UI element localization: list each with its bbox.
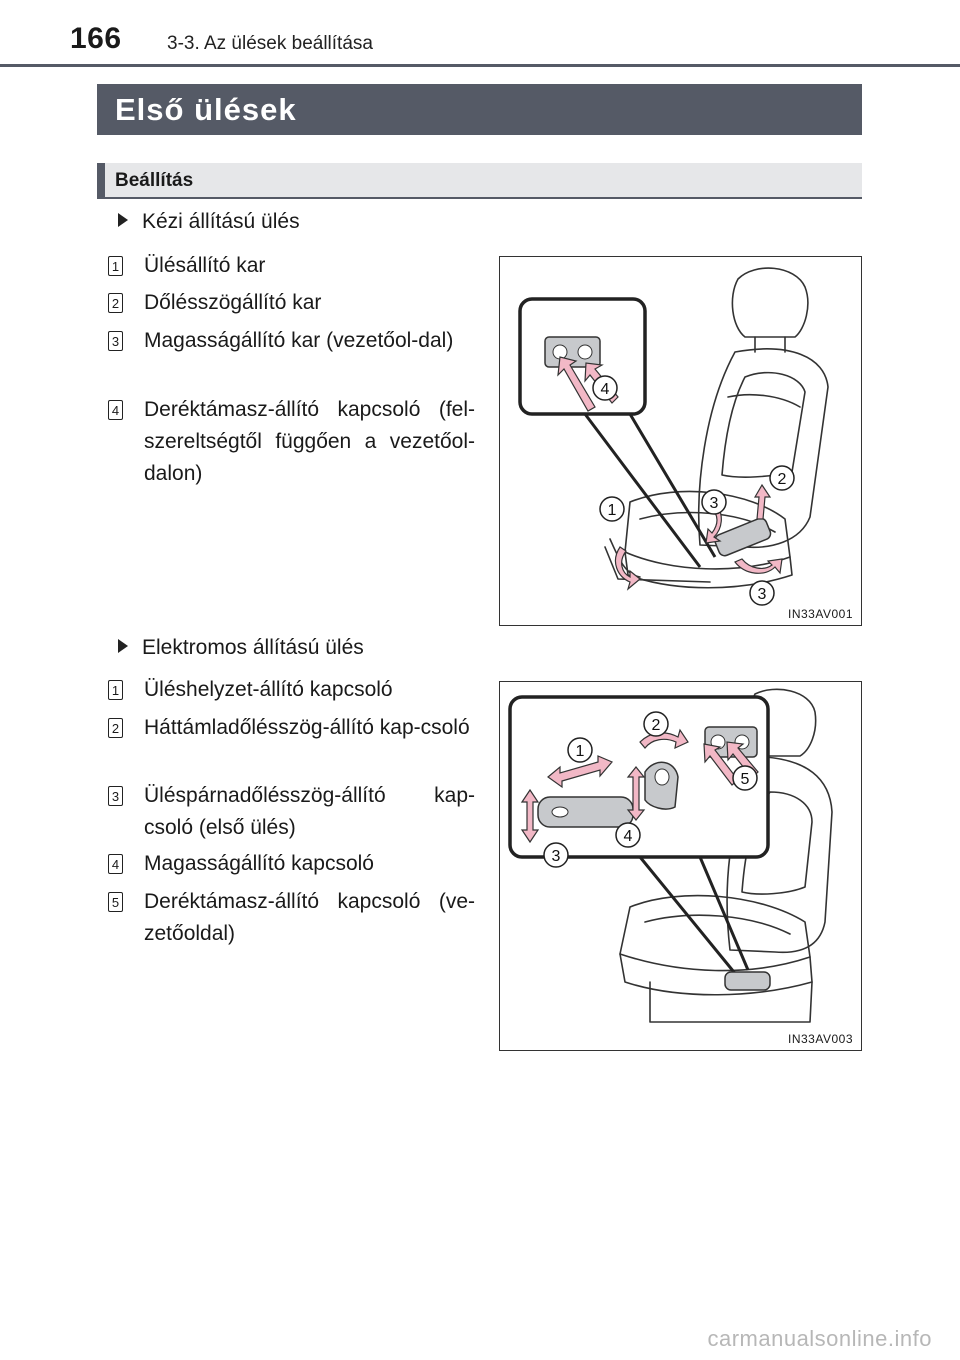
item-text: Deréktámasz-állító kapcsoló (ve-zetőolda…: [144, 890, 475, 945]
figure-callout: 2: [778, 471, 787, 488]
item-text: Dőlésszögállító kar: [144, 291, 322, 314]
item-number-badge: 1: [108, 680, 123, 700]
subsection-accent: [97, 163, 105, 197]
manual-seat-heading: Kézi állítású ülés: [118, 210, 300, 234]
subsection-bar: Beállítás: [97, 163, 862, 199]
manual-seat-figure: 4 2 3 1 3 IN33AV001: [499, 256, 862, 626]
subsection-title: Beállítás: [115, 170, 194, 191]
manual-item-3: 3 Magasságállító kar (vezetőol-dal): [108, 325, 475, 357]
figure-callout: 3: [552, 848, 561, 865]
triangle-bullet-icon: [118, 639, 128, 653]
power-item-3: 3 Üléspárnadőlésszög-állító kap-csoló (e…: [108, 780, 475, 844]
manual-item-2: 2 Dőlésszögállító kar: [108, 287, 475, 319]
power-seat-illustration: 2 1 5 4 3: [508, 688, 833, 1023]
figure-callout: 4: [624, 828, 633, 845]
power-item-1: 1 Üléshelyzet-állító kapcsoló: [108, 674, 475, 706]
power-item-4: 4 Magasságállító kapcsoló: [108, 848, 475, 880]
item-text: Üléshelyzet-állító kapcsoló: [144, 678, 393, 701]
manual-seat-illustration: 4 2 3 1 3: [518, 267, 829, 606]
power-item-2: 2 Háttámladőlésszög-állító kap-csoló: [108, 712, 475, 744]
figure-callout: 5: [741, 771, 750, 788]
item-number-badge: 2: [108, 718, 123, 738]
item-number-badge: 2: [108, 293, 123, 313]
figure-code: IN33AV003: [788, 1032, 853, 1046]
running-header: 3-3. Az ülések beállítása: [167, 33, 373, 54]
header-rule: [0, 64, 960, 67]
item-text: Háttámladőlésszög-állító kap-csoló: [144, 716, 470, 739]
item-text: Ülésállító kar: [144, 254, 266, 277]
item-text: Magasságállító kar (vezetőol-dal): [144, 329, 454, 352]
item-number-badge: 4: [108, 400, 123, 420]
power-seat-figure: 2 1 5 4 3 IN33AV003: [499, 681, 862, 1051]
figure-callout: 1: [608, 502, 617, 519]
figure-callout: 3: [710, 495, 719, 512]
page-number: 166: [70, 22, 122, 55]
figure-callout: 4: [601, 381, 610, 398]
page-title: Első ülések: [97, 84, 862, 135]
item-number-badge: 3: [108, 786, 123, 806]
watermark: carmanualsonline.info: [707, 1326, 932, 1351]
manual-item-1: 1 Ülésállító kar: [108, 250, 475, 282]
figure-code: IN33AV001: [788, 607, 853, 621]
item-text: Üléspárnadőlésszög-állító kap-csoló (els…: [144, 784, 475, 839]
figure-callout: 3: [758, 586, 767, 603]
item-number-badge: 5: [108, 892, 123, 912]
manual-item-4: 4 Deréktámasz-állító kapcsoló (fel-szere…: [108, 394, 475, 490]
power-item-5: 5 Deréktámasz-állító kapcsoló (ve-zetőol…: [108, 886, 475, 950]
item-number-badge: 1: [108, 256, 123, 276]
item-number-badge: 4: [108, 854, 123, 874]
item-text: Deréktámasz-állító kapcsoló (fel-szerelt…: [144, 398, 475, 485]
figure-callout: 1: [576, 743, 585, 760]
item-number-badge: 3: [108, 331, 123, 351]
power-seat-heading: Elektromos állítású ülés: [118, 636, 364, 660]
triangle-bullet-icon: [118, 213, 128, 227]
item-text: Magasságállító kapcsoló: [144, 852, 374, 875]
figure-callout: 2: [652, 717, 661, 734]
